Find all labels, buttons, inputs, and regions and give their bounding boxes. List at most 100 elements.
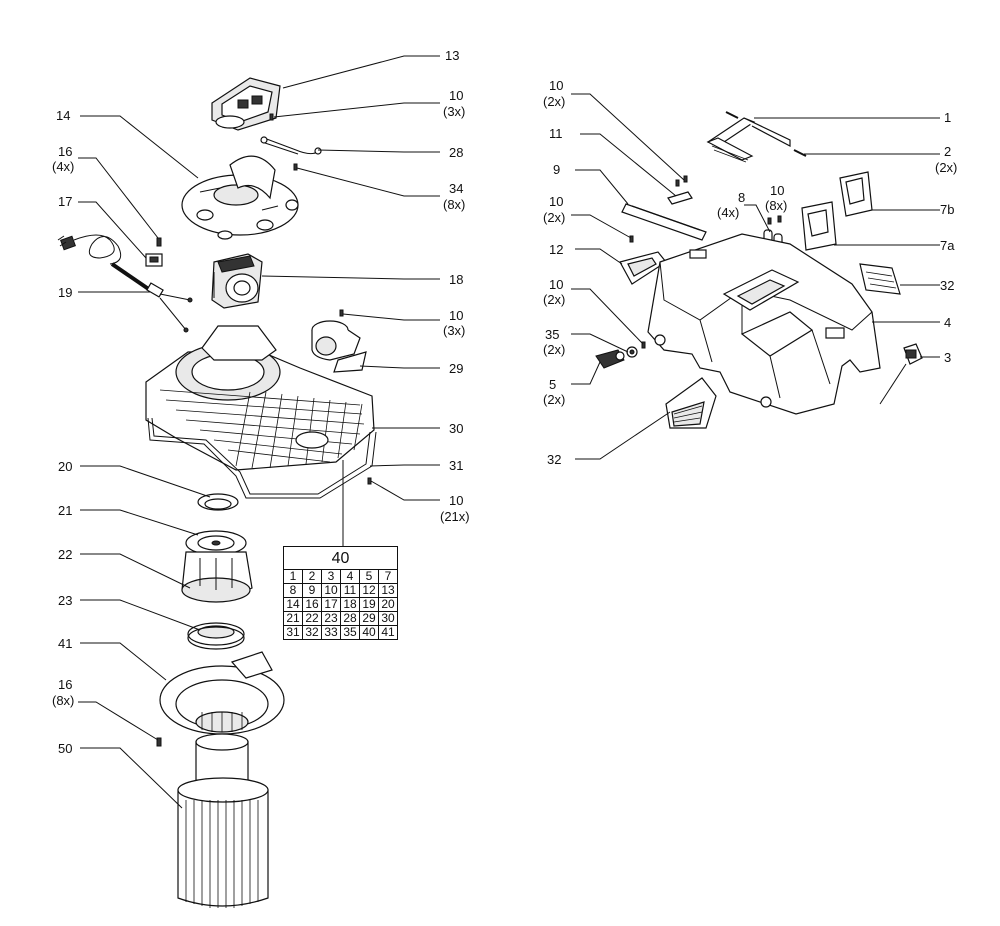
callout-28: 28 [449, 145, 463, 160]
screw-10-e-drawing [767, 215, 782, 225]
callout-7a: 7a [940, 238, 955, 253]
callout-16-8x-qty: (8x) [52, 693, 74, 708]
callout-19: 19 [58, 285, 72, 300]
callout-8: 8 [738, 190, 745, 205]
callout-7b: 7b [940, 202, 954, 217]
part-4-drawing [647, 233, 881, 415]
callout-9: 9 [553, 162, 560, 177]
screw-10-g-drawing [641, 341, 646, 349]
part-5-drawing [595, 349, 625, 369]
callout-3: 3 [944, 350, 951, 365]
table-cell: 20 [378, 597, 398, 612]
part-7b-drawing [839, 171, 873, 217]
leader-lines [78, 55, 940, 809]
parts-group-header: 40 [283, 546, 398, 570]
screw-10-b-drawing [339, 309, 344, 317]
part-9-drawing [621, 203, 707, 241]
callout-5: 5 [549, 377, 556, 392]
part-29-drawing [311, 320, 367, 373]
table-cell: 16 [302, 597, 322, 612]
callout-10-21x-qty: (21x) [440, 509, 470, 524]
table-cell: 21 [283, 611, 303, 626]
table-cell: 29 [359, 611, 379, 626]
callout-16-8x: 16 [58, 677, 72, 692]
screw-16-a-drawing [156, 237, 162, 247]
callout-2-qty: (2x) [935, 160, 957, 175]
callout-22: 22 [58, 547, 72, 562]
callout-21: 21 [58, 503, 72, 518]
table-cell: 41 [378, 625, 398, 640]
callout-4: 4 [944, 315, 951, 330]
table-cell: 4 [340, 569, 360, 584]
callout-10-2x-c-qty: (2x) [543, 292, 565, 307]
callout-10-8x: 10 [770, 183, 784, 198]
callout-10-2x-a-qty: (2x) [543, 94, 565, 109]
table-cell: 9 [302, 583, 322, 598]
part-41-drawing [159, 651, 285, 735]
part-50-drawing [177, 733, 269, 908]
callout-35-qty: (2x) [543, 342, 565, 357]
part-19-drawing [57, 234, 193, 333]
table-cell: 12 [359, 583, 379, 598]
callout-32-a: 32 [940, 278, 954, 293]
table-cell: 11 [340, 583, 360, 598]
part-13-drawing [211, 77, 281, 131]
table-cell: 17 [321, 597, 341, 612]
part-7a-drawing [801, 201, 837, 251]
table-cell: 3 [321, 569, 341, 584]
table-row: 31 32 33 35 40 41 [283, 625, 398, 640]
callout-2: 2 [944, 144, 951, 159]
callout-10-3x-b: 10 [449, 308, 463, 323]
callout-32-b: 32 [547, 452, 561, 467]
table-cell: 7 [378, 569, 398, 584]
callout-5-qty: (2x) [543, 392, 565, 407]
table-cell: 19 [359, 597, 379, 612]
screw-16-b-drawing [156, 737, 162, 747]
part-17-drawing [145, 253, 163, 267]
callout-10-3x-a-qty: (3x) [443, 104, 465, 119]
table-cell: 23 [321, 611, 341, 626]
table-cell: 10 [321, 583, 341, 598]
table-cell: 35 [340, 625, 360, 640]
table-cell: 5 [359, 569, 379, 584]
callout-10-3x-b-qty: (3x) [443, 323, 465, 338]
part-3-drawing [879, 343, 923, 405]
table-cell: 28 [340, 611, 360, 626]
callout-8-qty: (4x) [717, 205, 739, 220]
callout-50: 50 [58, 741, 72, 756]
callout-11: 11 [549, 126, 563, 141]
callout-14: 14 [56, 108, 70, 123]
screw-10-c-drawing [367, 477, 372, 485]
callout-41: 41 [58, 636, 72, 651]
part-18-drawing [211, 253, 263, 309]
callout-29: 29 [449, 361, 463, 376]
table-row: 1 2 3 4 5 7 [283, 569, 398, 584]
table-cell: 40 [359, 625, 379, 640]
callout-10-8x-qty: (8x) [765, 198, 787, 213]
callout-1: 1 [944, 110, 951, 125]
callout-10-21x: 10 [449, 493, 463, 508]
callout-31: 31 [449, 458, 463, 473]
part-22-drawing [181, 551, 253, 603]
part-1-drawing [706, 117, 791, 163]
pin-1-drawing [725, 111, 739, 119]
screw-10-f-drawing [629, 235, 634, 243]
part-28-drawing [260, 136, 322, 155]
table-row: 8 9 10 11 12 13 [283, 583, 398, 598]
callout-13: 13 [445, 48, 459, 63]
part-11-drawing [667, 191, 693, 205]
part-32-lower-drawing [665, 377, 717, 429]
table-cell: 32 [302, 625, 322, 640]
callout-10-2x-b: 10 [549, 194, 563, 209]
callout-10-3x-a: 10 [449, 88, 463, 103]
callout-16-4x-qty: (4x) [52, 159, 74, 174]
part-14-drawing [181, 155, 299, 240]
callout-34: 34 [449, 181, 463, 196]
table-row: 21 22 23 28 29 30 [283, 611, 398, 626]
table-cell: 2 [302, 569, 322, 584]
callout-30: 30 [449, 421, 463, 436]
callout-12: 12 [549, 242, 563, 257]
part-31-drawing [147, 417, 377, 499]
part-23-drawing [187, 622, 245, 650]
